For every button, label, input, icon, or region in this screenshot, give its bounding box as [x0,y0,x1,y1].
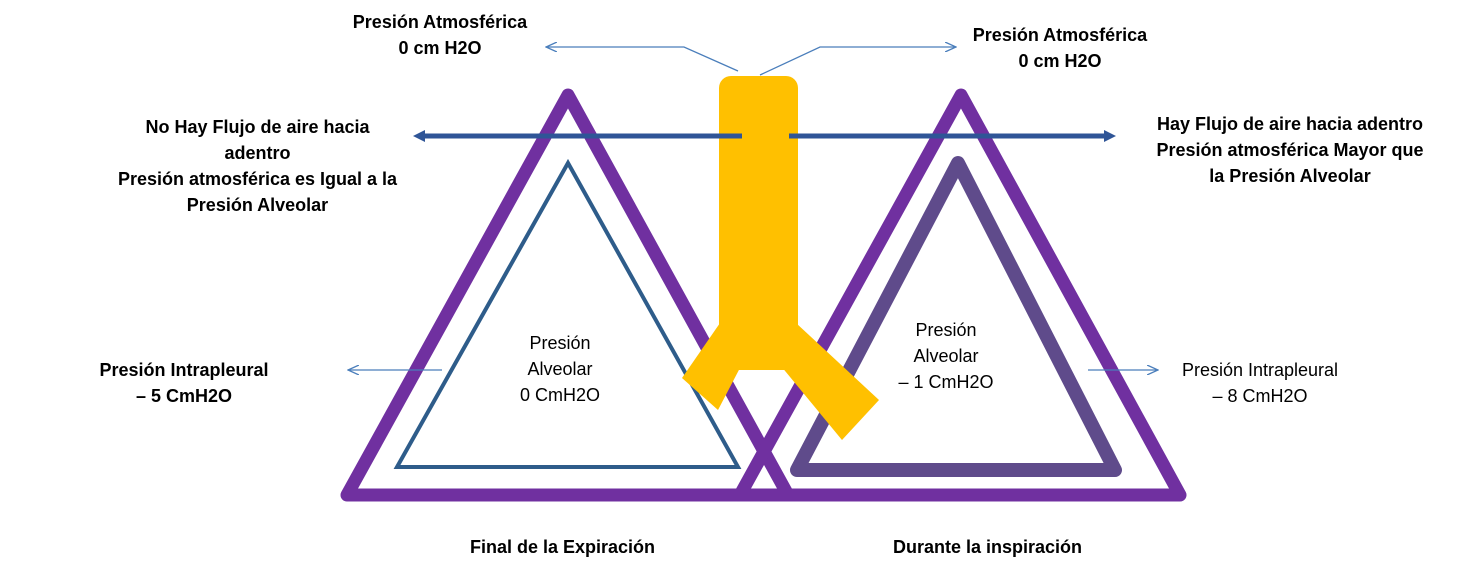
atm-left-pointer-arrow [546,47,739,72]
pleura-left-triangle [340,88,795,502]
flow-left-label: No Hay Flujo de aire hacia adentro Presi… [117,117,398,215]
atm-right-pointer-arrow [759,47,956,76]
intrapleural-pressure-left-label: Presión Intrapleural – 5 CmH2O [99,360,269,406]
airway-trachea [682,76,879,440]
alveolus-right-triangle [790,156,1122,477]
flow-right-label: Hay Flujo de aire hacia adentro Presión … [1156,114,1424,186]
intrapleural-pressure-right-label: Presión Intrapleural – 8 CmH2O [1181,360,1339,406]
alveolus-left-triangle [393,158,742,469]
atm-right-label: Presión Atmosférica 0 cm H2O [972,25,1148,71]
alveolar-pressure-right-label: Presión Alveolar – 1 CmH2O [898,320,994,392]
caption-end-expiration: Final de la Expiración [469,537,656,557]
atm-left-label: Presión Atmosférica 0 cm H2O [352,12,528,58]
alveolar-pressure-left-label: Presión Alveolar 0 CmH2O [519,333,600,405]
caption-during-inspiration: Durante la inspiración [892,537,1083,557]
pleura-right-triangle [733,88,1187,502]
